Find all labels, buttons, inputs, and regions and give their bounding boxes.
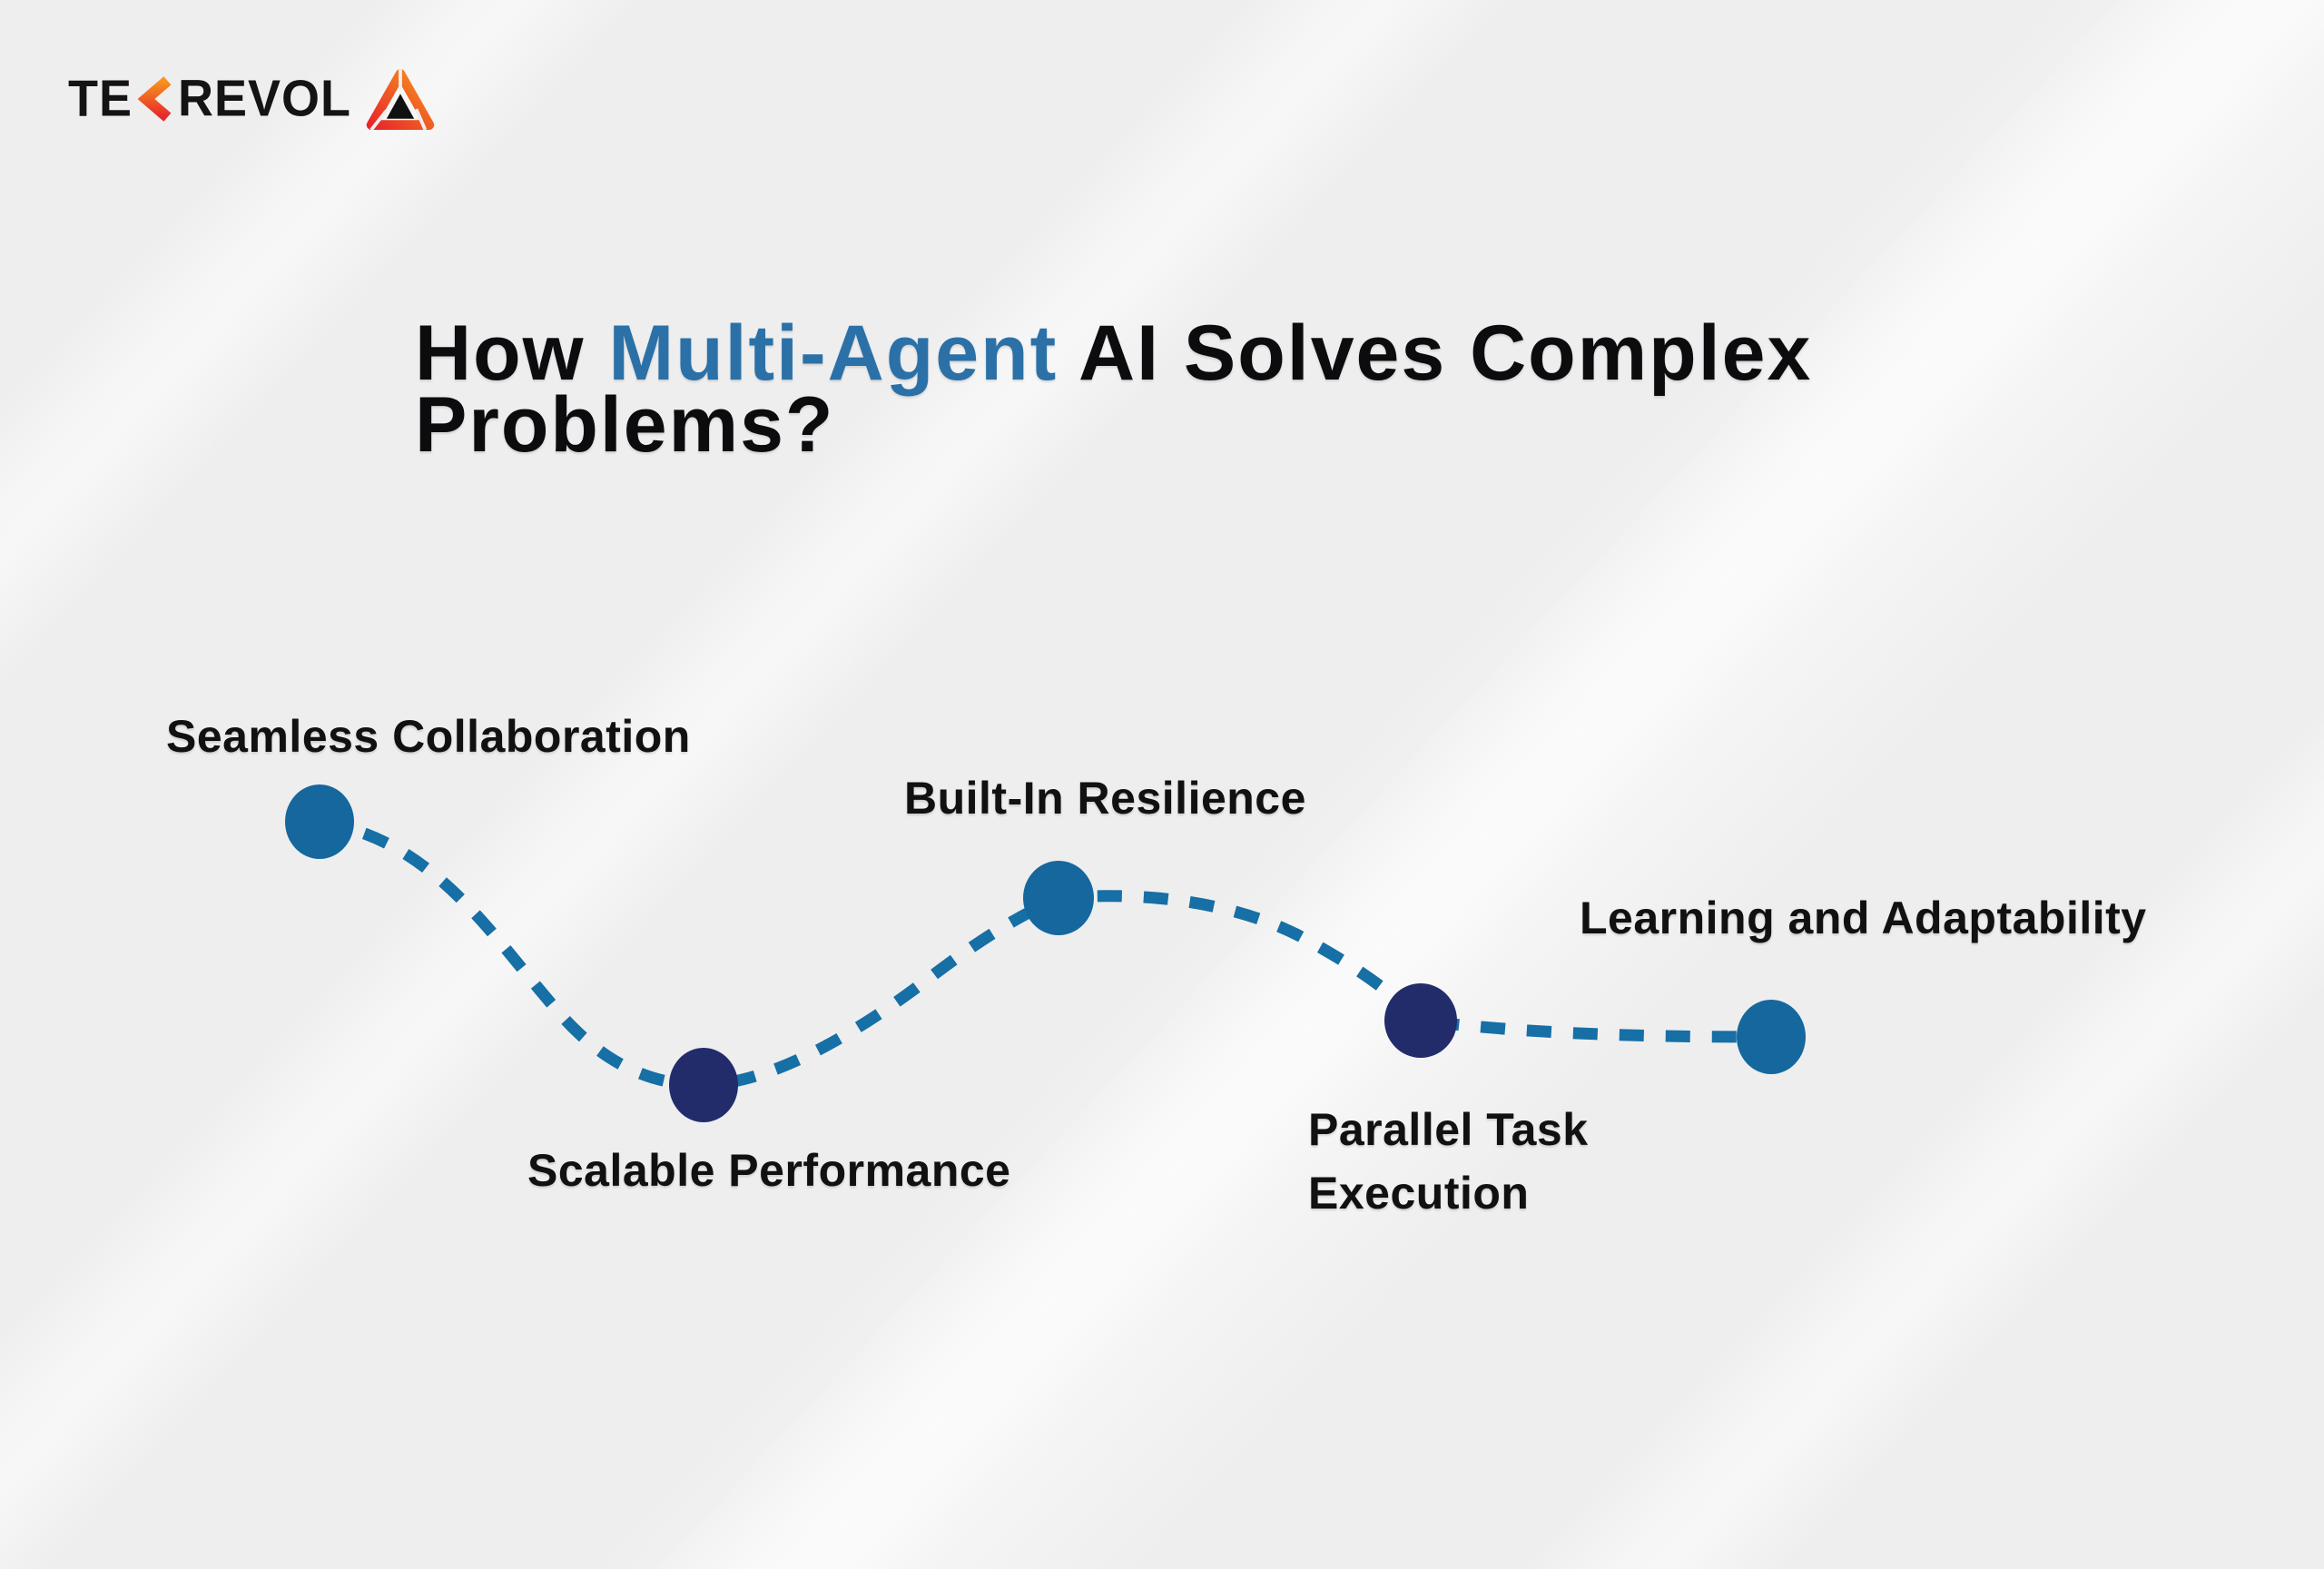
logo-text-te: TE bbox=[68, 70, 133, 128]
triangle-delta-icon bbox=[366, 68, 435, 130]
tekrevol-logo: TE REVOL bbox=[68, 67, 435, 131]
node-circle-learning-adaptability bbox=[1737, 1000, 1806, 1074]
node-circle-built-in-resilience bbox=[1023, 861, 1094, 935]
node-label-seamless-collaboration: Seamless Collaboration bbox=[166, 711, 691, 762]
node-label-parallel-task-execution: Parallel Task Execution bbox=[1308, 1104, 1589, 1219]
node-label-learning-adaptability: Learning and Adaptability bbox=[1580, 893, 2147, 943]
logo-text-revol: REVOL bbox=[178, 70, 352, 128]
node-label-scalable-performance: Scalable Performance bbox=[527, 1145, 1011, 1196]
page-title: How Multi-Agent AI Solves Complex Proble… bbox=[415, 314, 1831, 464]
title-highlight: Multi-Agent bbox=[608, 309, 1059, 397]
node-circle-seamless-collaboration bbox=[285, 784, 354, 859]
dashed-connector-path bbox=[318, 815, 1772, 1091]
node-label-built-in-resilience: Built-In Resilience bbox=[904, 773, 1306, 824]
node-circle-scalable-performance bbox=[669, 1048, 738, 1122]
chevron-left-icon bbox=[138, 76, 172, 122]
title-suffix: AI Solves Complex Problems? bbox=[415, 309, 1813, 469]
title-prefix: How bbox=[415, 309, 609, 397]
node-circle-parallel-task bbox=[1384, 983, 1457, 1058]
